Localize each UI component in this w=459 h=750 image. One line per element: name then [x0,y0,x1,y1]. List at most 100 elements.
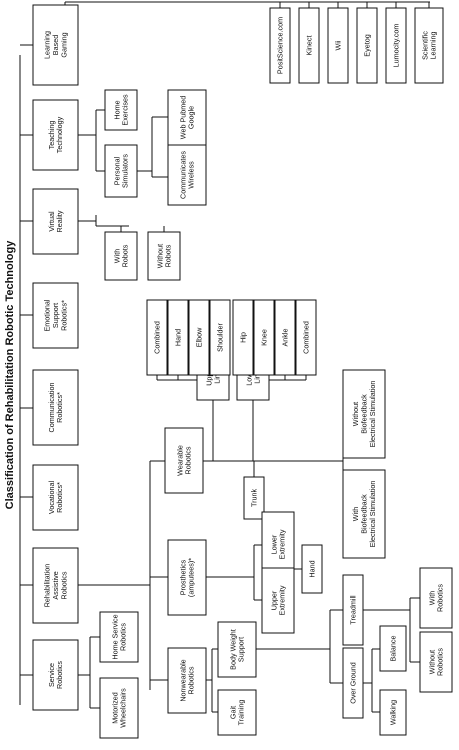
node-label: TeachingTechnology [47,116,64,153]
node-without-robotics-tm: WithoutRobotics [419,631,453,693]
node-label-line: PositScience.com [276,17,285,74]
node-label: WithRobotics [427,584,444,612]
node-box [342,369,386,459]
node-label-line: Robots [121,244,130,267]
node-box [253,299,275,376]
node-label-line: Hip [239,332,248,343]
node-label-line: Over Ground [349,662,358,704]
node-box [327,7,349,84]
node-box [167,144,207,206]
node-gait-training: GaitTraining [217,689,257,736]
node-personal-simulators: PersonalSimulators [104,144,138,198]
node-teaching-technology: TeachingTechnology [32,99,79,171]
node-label-line: Ankle [281,329,290,347]
node-box [217,621,257,678]
node-box [232,299,254,376]
node-box [32,4,79,86]
node-box [356,7,378,84]
node-label: Kinect [305,36,314,56]
node-label-line: Balance [389,636,398,662]
node-label: Eyetog [363,34,372,56]
node-nonwearable-robotics: NonwearableRobotics [167,647,207,714]
node-box [32,547,79,624]
node-label-line: Support [51,303,60,328]
node-label-line: Wheelchairs [119,688,128,728]
node-label: LowerExtremity [269,529,286,559]
node-label-line: Support [237,637,246,662]
node-label-line: Training [237,700,246,726]
node-box [419,567,453,629]
node-label-line: Robotics [55,661,64,689]
node-box [269,7,291,84]
node-home-service-robotics: Home ServiceRobotics [99,611,139,663]
node-box [298,7,320,84]
node-box [104,144,138,198]
node-vocational-robotics: VocationalRobotics* [32,464,79,531]
node-lumocity: Lumocity.com [385,7,407,84]
node-label-line: With [112,249,121,263]
node-label: MotorizedWheelchairs [110,688,127,728]
node-label-line: Teaching [47,121,56,150]
node-box [261,511,295,578]
node-ul-shoulder: Shoulder [209,299,231,376]
node-label: HomeExercises [112,94,129,126]
node-label-line: Extremity [278,585,287,615]
node-label-line: Electrical Stimulation [368,381,377,448]
node-label-line: Motorized [110,692,119,724]
node-box [167,89,207,146]
node-home-exercises: HomeExercises [104,89,138,131]
node-label-line: Kinect [305,36,314,56]
node-box [209,299,231,376]
node-lower-extremity: LowerExtremity [261,511,295,578]
node-label: Wii [334,40,343,50]
node-box [147,231,181,281]
node-ll-combined: Combined [295,299,317,376]
node-label-line: Robotics [59,571,68,599]
node-label-line: Biofeedback [360,494,369,534]
node-hand-prosthetic: Hand [301,544,323,594]
node-communicates-wireless: CommunicatesWireless [167,144,207,206]
node-label: Elbow [195,327,204,347]
node-label-line: Without [351,402,360,426]
node-label: WithoutRobots [155,244,172,268]
node-label-line: Exercises [121,94,130,126]
node-trunk: Trunk [243,476,265,520]
node-box [32,369,79,446]
node-label: Hand [174,329,183,346]
node-label-line: Robotics [436,584,445,612]
node-label: WithBiofeedbackElectrical Stimulation [351,481,377,548]
node-label: Over Ground [349,662,358,704]
node-label-line: Simulators [121,154,130,188]
node-label: Combined [302,321,311,354]
node-label-line: Rehabilitation [43,564,52,608]
node-label-line: Communicates [178,151,187,199]
node-motorized-wheelchairs: MotorizedWheelchairs [99,677,139,739]
node-positscience: PositScience.com [269,7,291,84]
node-box [379,689,407,736]
node-box [274,299,296,376]
node-label-line: Emotional [43,299,52,331]
node-label: UpperLimb [204,366,221,386]
node-label-line: Robotics [184,446,193,474]
node-box [146,299,168,376]
node-label-line: Upper [269,590,278,610]
node-walking: Walking [379,689,407,736]
node-label-line: Elbow [195,327,204,347]
node-web-pubmed-google: Web PubmedGoogle [167,89,207,146]
node-balance: Balance [379,625,407,672]
node-box [379,625,407,672]
node-scientific-learning: ScientificLearning [414,7,444,84]
node-prosthetics: Prosthetics(amputees)* [167,539,207,616]
node-label-line: Upper [204,366,213,386]
node-label: VirtualReality [47,210,64,232]
node-label: CommunicatesWireless [178,151,195,199]
node-label-line: Web Pubmed [178,96,187,139]
node-box [167,299,189,376]
node-box [104,89,138,131]
node-label-line: With [427,591,436,605]
diagram-title: Classification of Rehabilitation Robotic… [4,240,16,510]
node-label-line: Based [51,35,60,55]
node-virtual-reality: VirtualReality [32,188,79,255]
node-label-line: Scientific [420,31,429,60]
